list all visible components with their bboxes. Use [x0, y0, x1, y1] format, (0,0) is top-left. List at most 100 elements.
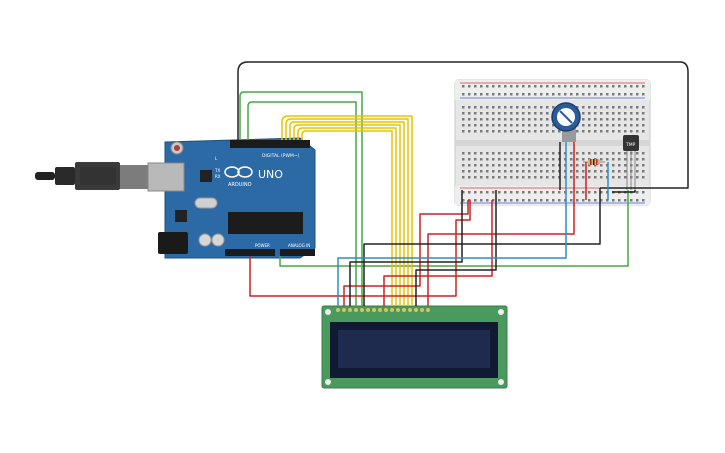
arduino-uno-board[interactable]: ARDUINO UNO DIGITAL (PWM~) POWER ANALOG … — [35, 137, 316, 259]
breadboard-hole — [492, 130, 495, 133]
breadboard-hole — [474, 124, 477, 127]
breadboard-hole — [594, 93, 597, 96]
breadboard-hole — [534, 93, 537, 96]
breadboard-hole — [588, 170, 591, 173]
breadboard-hole — [528, 199, 531, 202]
breadboard-hole — [510, 85, 513, 88]
breadboard-hole — [636, 164, 639, 167]
breadboard-hole — [462, 118, 465, 121]
breadboard-hole — [522, 118, 525, 121]
breadboard-hole — [600, 93, 603, 96]
breadboard-hole — [528, 118, 531, 121]
l-led-label: L — [215, 156, 218, 161]
breadboard-hole — [570, 93, 573, 96]
breadboard-hole — [636, 124, 639, 127]
breadboard-hole — [492, 93, 495, 96]
rx-led-label: RX — [215, 174, 221, 179]
breadboard-hole — [534, 170, 537, 173]
breadboard-hole — [468, 170, 471, 173]
potentiometer[interactable] — [551, 102, 581, 142]
wire-yellow-3[interactable] — [289, 121, 405, 306]
breadboard-hole — [582, 164, 585, 167]
breadboard-hole — [600, 85, 603, 88]
breadboard-hole — [528, 85, 531, 88]
wire-yellow-2[interactable] — [285, 118, 409, 306]
breadboard-hole — [516, 164, 519, 167]
wire-green-1[interactable] — [239, 91, 363, 306]
breadboard-hole — [582, 85, 585, 88]
breadboard-hole — [552, 85, 555, 88]
breadboard-hole — [636, 130, 639, 133]
breadboard-hole — [480, 112, 483, 115]
wire-green-2[interactable] — [247, 101, 357, 306]
breadboard-hole — [612, 158, 615, 161]
wire-yellow-1[interactable] — [281, 115, 413, 306]
breadboard-hole — [588, 130, 591, 133]
breadboard-hole — [528, 124, 531, 127]
breadboard-hole — [546, 85, 549, 88]
breadboard-hole — [516, 191, 519, 194]
breadboard-hole — [474, 130, 477, 133]
breadboard-hole — [588, 118, 591, 121]
breadboard-hole — [582, 170, 585, 173]
breadboard-hole — [516, 93, 519, 96]
breadboard-hole — [636, 152, 639, 155]
breadboard-hole — [486, 130, 489, 133]
breadboard-hole — [534, 164, 537, 167]
breadboard-hole — [492, 164, 495, 167]
breadboard-hole — [492, 118, 495, 121]
breadboard-hole — [480, 191, 483, 194]
breadboard-hole — [588, 164, 591, 167]
breadboard-hole — [492, 191, 495, 194]
wire-black-sensor[interactable] — [612, 190, 636, 193]
breadboard-hole — [594, 106, 597, 109]
breadboard-hole — [486, 85, 489, 88]
breadboard-hole — [486, 164, 489, 167]
breadboard-hole — [552, 106, 555, 109]
breadboard-hole — [636, 170, 639, 173]
breadboard-hole — [510, 191, 513, 194]
breadboard-hole — [630, 93, 633, 96]
wire-blue-pot[interactable] — [337, 142, 567, 306]
wire-yellow-6[interactable] — [301, 130, 393, 306]
breadboard-hole — [480, 199, 483, 202]
wire-red-res[interactable] — [383, 200, 493, 306]
wire-black-lcd-2[interactable] — [363, 188, 601, 306]
breadboard-hole — [600, 176, 603, 179]
wire-green-sensor[interactable] — [279, 190, 629, 267]
breadboard-hole — [540, 112, 543, 115]
wire-red-lcd-1[interactable] — [343, 200, 469, 306]
breadboard-hole — [504, 199, 507, 202]
breadboard-hole — [486, 191, 489, 194]
breadboard-hole — [534, 124, 537, 127]
wire-black-lcd-1[interactable] — [349, 190, 463, 306]
breadboard-hole — [558, 191, 561, 194]
arduino-model-label: UNO — [258, 168, 283, 181]
wire-black-lcd-3[interactable] — [415, 190, 497, 306]
lcd-16x2-display[interactable] — [321, 305, 508, 389]
breadboard-hole — [570, 170, 573, 173]
breadboard-hole — [594, 199, 597, 202]
breadboard-hole — [474, 176, 477, 179]
wire-gnd-breadboard[interactable] — [237, 61, 689, 189]
breadboard-hole — [474, 112, 477, 115]
lcd-pin — [384, 308, 388, 312]
breadboard-hole — [570, 191, 573, 194]
wire-yellow-5[interactable] — [297, 127, 397, 306]
breadboard-hole — [468, 106, 471, 109]
breadboard[interactable] — [454, 79, 651, 206]
breadboard-hole — [528, 176, 531, 179]
breadboard-hole — [486, 118, 489, 121]
breadboard-hole — [570, 152, 573, 155]
breadboard-hole — [612, 124, 615, 127]
temperature-sensor[interactable]: TMP — [623, 135, 639, 190]
wires[interactable] — [237, 61, 689, 306]
breadboard-hole — [480, 176, 483, 179]
breadboard-hole — [588, 85, 591, 88]
breadboard-hole — [498, 118, 501, 121]
breadboard-hole — [468, 112, 471, 115]
breadboard-hole — [468, 118, 471, 121]
wire-yellow-4[interactable] — [293, 124, 401, 306]
breadboard-hole — [582, 191, 585, 194]
